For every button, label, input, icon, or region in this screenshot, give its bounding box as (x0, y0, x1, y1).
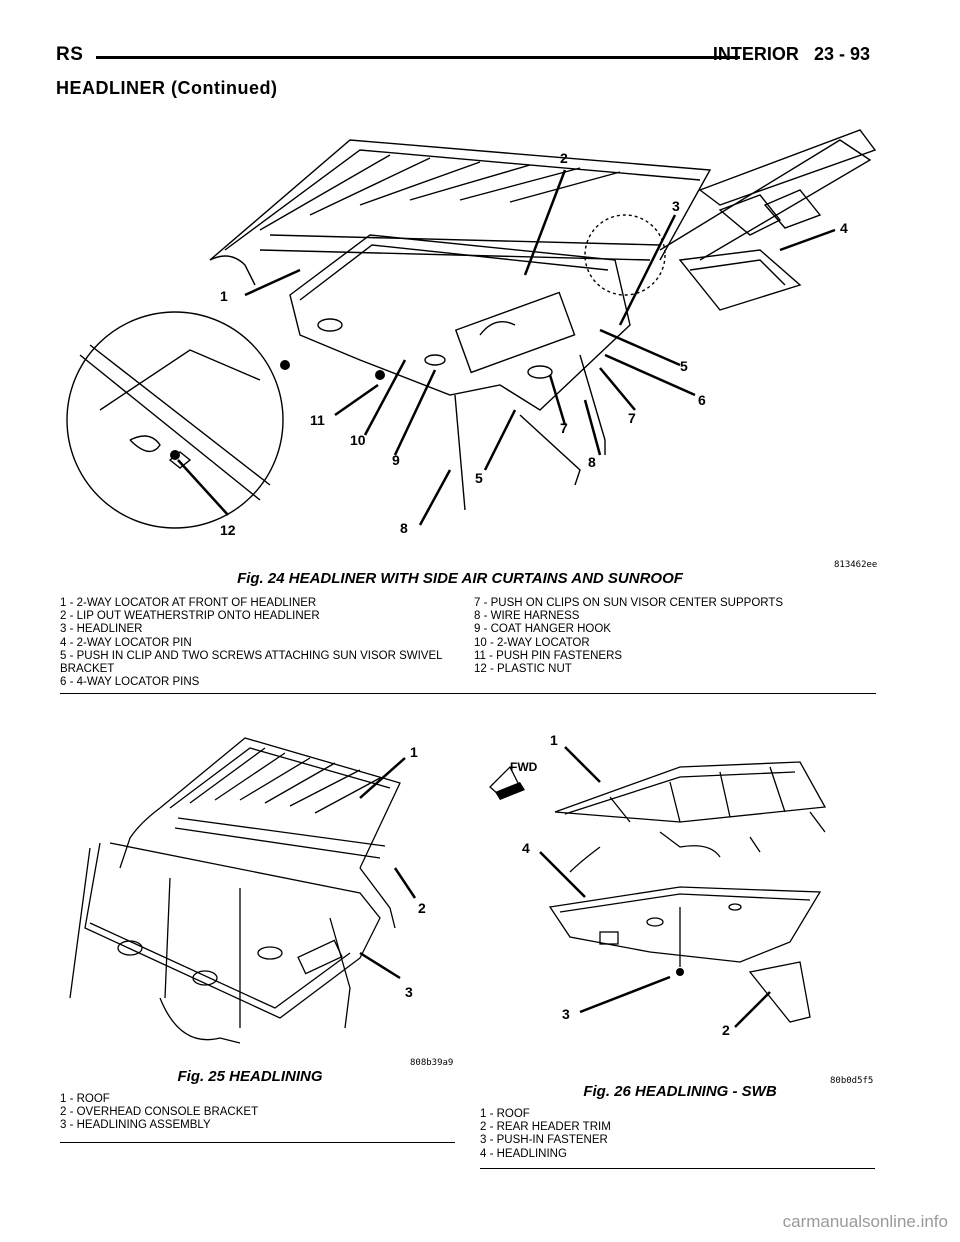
figure-25-rule (60, 1142, 455, 1143)
legend-item: 11 - PUSH PIN FASTENERS (474, 649, 623, 662)
watermark: carmanualsonline.info (782, 1212, 948, 1231)
legend-item: 3 - PUSH-IN FASTENER (480, 1134, 608, 1147)
callout-3: 3 (405, 984, 413, 1000)
figure-26-caption: Fig. 26 HEADLINING - SWB (583, 1083, 777, 1100)
legend-item: 12 - PLASTIC NUT (474, 663, 572, 676)
legend-item: 6 - 4-WAY LOCATOR PINS (60, 676, 200, 689)
callout-7b: 7 (560, 420, 568, 436)
legend-item: 8 - WIRE HARNESS (474, 610, 580, 623)
figure-24-rule (60, 693, 876, 694)
callout-8a: 8 (588, 454, 596, 470)
legend-item: 7 - PUSH ON CLIPS ON SUN VISOR CENTER SU… (474, 597, 784, 609)
legend-item: 2 - REAR HEADER TRIM (480, 1121, 611, 1134)
callout-2: 2 (418, 900, 426, 916)
legend-item: 1 - ROOF (480, 1108, 530, 1120)
callout-9: 9 (392, 452, 400, 468)
header-section: INTERIOR (712, 44, 799, 64)
callout-2: 2 (722, 1022, 730, 1038)
legend-item: 3 - HEADLINER (60, 623, 143, 636)
callout-8b: 8 (400, 520, 408, 536)
callout-10: 10 (350, 432, 366, 448)
legend-item: 4 - 2-WAY LOCATOR PIN (60, 636, 192, 649)
header-manual-code: RS (56, 44, 84, 65)
callout-1: 1 (220, 288, 228, 304)
callout-11: 11 (310, 412, 325, 428)
callout-12: 12 (220, 522, 236, 538)
legend-item: 4 - HEADLINING (480, 1147, 567, 1160)
header-rule (96, 56, 740, 59)
figure-25-illustration: 1 2 3 (60, 728, 455, 1058)
legend-item: 3 - HEADLINING ASSEMBLY (60, 1119, 211, 1132)
header-section-page: INTERIOR 23 - 93 (713, 44, 870, 65)
callout-5: 5 (680, 358, 688, 374)
callout-6: 6 (698, 392, 706, 408)
figure-26-illustration: 1 4 3 2 FWD (480, 722, 875, 1062)
figure-24-illustration: 1 2 3 4 5 6 7 7 8 9 10 11 5 8 12 (60, 110, 880, 570)
callout-2: 2 (560, 150, 568, 166)
header-page-number: 23 - 93 (813, 44, 870, 64)
callout-1: 1 (410, 744, 418, 760)
figure-26-code: 80b0d5f5 (830, 1076, 874, 1086)
callout-3: 3 (562, 1006, 570, 1022)
callout-7a: 7 (628, 410, 636, 426)
legend-item: 10 - 2-WAY LOCATOR (474, 636, 590, 649)
legend-item: 9 - COAT HANGER HOOK (474, 623, 611, 636)
callout-5b: 5 (475, 470, 483, 486)
figure-26-legend: 1 - ROOF 2 - REAR HEADER TRIM 3 - PUSH-I… (480, 1108, 875, 1161)
legend-item: 1 - ROOF (60, 1093, 110, 1105)
figure-24-code: 813462ee (834, 560, 878, 570)
figure-25-caption: Fig. 25 HEADLINING (177, 1068, 323, 1085)
callout-4: 4 (840, 220, 848, 236)
figure-26-rule (480, 1168, 875, 1169)
callout-4: 4 (522, 840, 530, 856)
section-title: HEADLINER (Continued) (56, 78, 278, 98)
legend-item: 2 - LIP OUT WEATHERSTRIP ONTO HEADLINER (60, 610, 320, 623)
figure-24-legend-right: 7 - PUSH ON CLIPS ON SUN VISOR CENTER SU… (474, 597, 874, 676)
fwd-label: FWD (510, 760, 538, 774)
figure-25-legend: 1 - ROOF 2 - OVERHEAD CONSOLE BRACKET 3 … (60, 1093, 455, 1133)
legend-item: 5 - PUSH IN CLIP AND TWO SCREWS ATTACHIN… (60, 649, 443, 676)
callout-3: 3 (672, 198, 680, 214)
figure-24-legend-left: 1 - 2-WAY LOCATOR AT FRONT OF HEADLINER … (60, 597, 465, 689)
figure-25-code: 808b39a9 (410, 1058, 454, 1068)
callout-1: 1 (550, 732, 558, 748)
figure-24-caption: Fig. 24 HEADLINER WITH SIDE AIR CURTAINS… (237, 570, 683, 587)
legend-item: 1 - 2-WAY LOCATOR AT FRONT OF HEADLINER (60, 597, 317, 609)
legend-item: 2 - OVERHEAD CONSOLE BRACKET (60, 1106, 259, 1119)
